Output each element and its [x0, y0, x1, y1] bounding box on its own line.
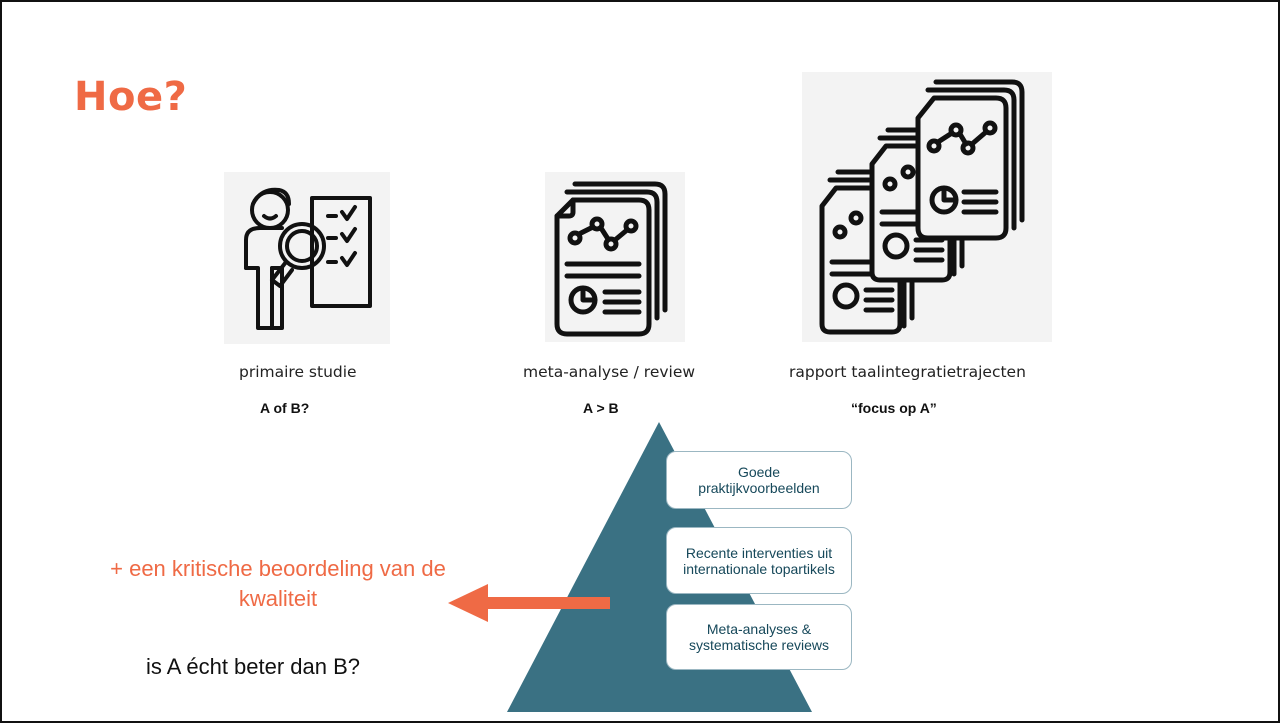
comparison-question: is A écht beter dan B?: [146, 654, 361, 679]
multiple-report-stacks-icon: [802, 72, 1052, 342]
quality-callout: + een kritische beoordeling van de kwali…: [110, 556, 446, 611]
item-caption-3: rapport taalintegratietrajecten: [789, 363, 1026, 381]
item-caption-2: meta-analyse / review: [523, 363, 696, 381]
pyramid-level-1: Goede praktijkvoorbeelden: [666, 451, 852, 509]
item-subcaption-1: A of B?: [260, 400, 310, 416]
left-arrow-icon: [448, 584, 610, 622]
item-subcaption-2: A > B: [583, 400, 619, 416]
pyramid-level-2: Recente interventies uit internationale …: [666, 527, 852, 594]
item-caption-1: primaire studie: [239, 363, 357, 381]
pyramid-level-3: Meta-analyses & systematische reviews: [666, 604, 852, 670]
report-stack-icon: [545, 172, 685, 342]
slide-title: Hoe?: [74, 74, 188, 120]
researcher-magnifier-icon: [224, 172, 390, 344]
item-subcaption-3: “focus op A”: [851, 400, 937, 416]
